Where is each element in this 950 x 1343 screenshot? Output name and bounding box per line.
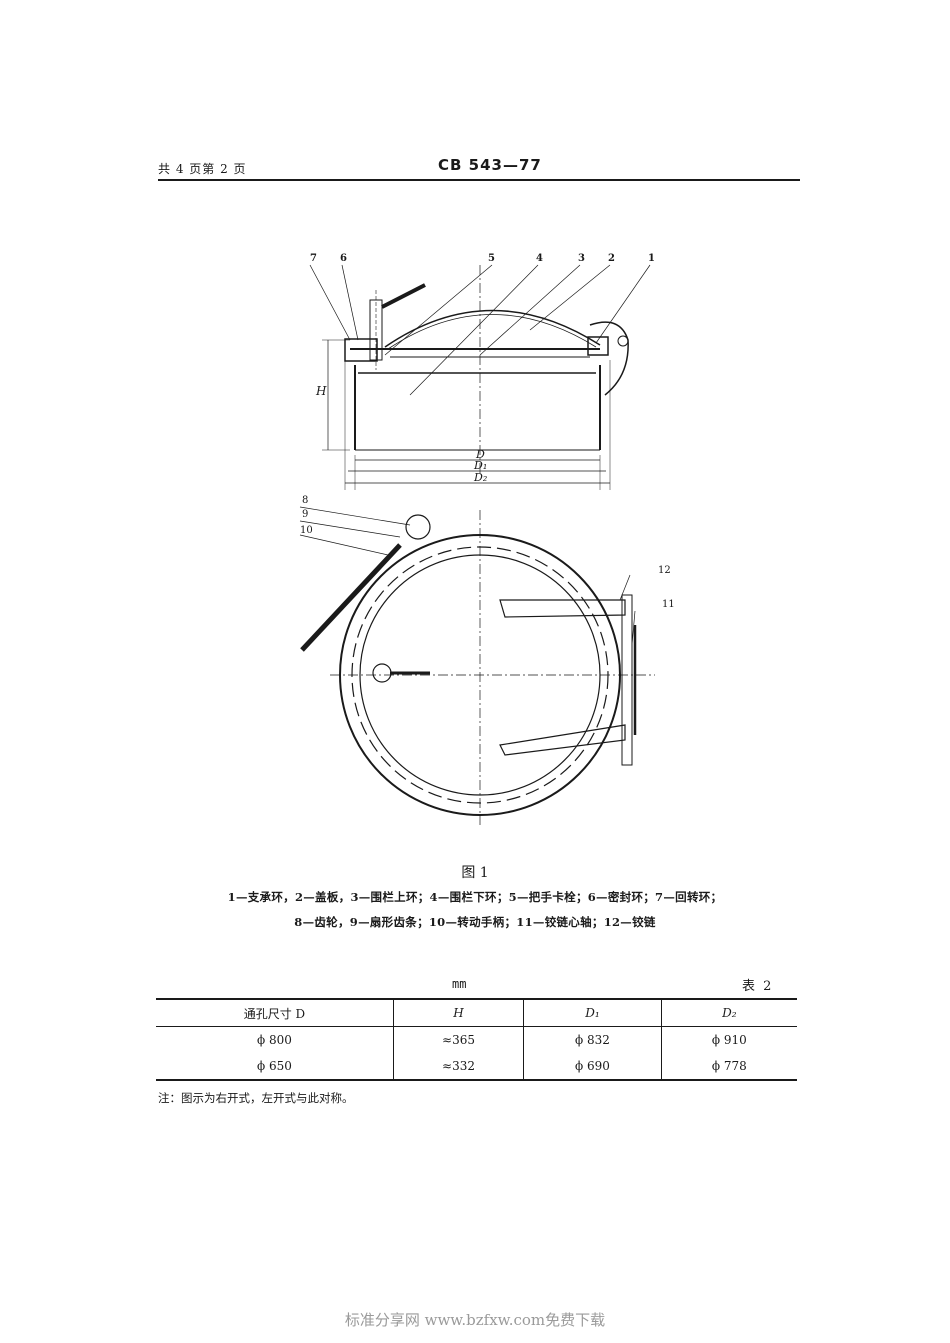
header-h: H bbox=[392, 998, 524, 1027]
cell-d1: ϕ 690 bbox=[523, 1053, 662, 1081]
handle-knob-plan bbox=[372, 663, 392, 683]
dim-d-label: D bbox=[475, 448, 485, 461]
header-d2: D₂ bbox=[660, 998, 797, 1027]
dome-cover bbox=[384, 309, 601, 348]
cell-bore: ϕ 650 bbox=[156, 1053, 394, 1081]
callout-5: 5 bbox=[488, 253, 495, 264]
callout-4: 4 bbox=[536, 253, 543, 264]
table-row: ϕ 650 ≈332 ϕ 690 ϕ 778 bbox=[156, 1053, 797, 1081]
dome-cover-inner bbox=[387, 314, 597, 350]
gear-plan bbox=[405, 514, 431, 540]
hinge-pin-plan bbox=[621, 594, 633, 766]
callout-8: 8 bbox=[302, 495, 308, 506]
callout-11: 11 bbox=[662, 599, 675, 610]
cell-d1: ϕ 832 bbox=[523, 1026, 662, 1053]
hinge-arm-lower bbox=[499, 724, 626, 756]
header-d1: D₁ bbox=[523, 998, 662, 1027]
cell-h: ≈365 bbox=[392, 1026, 524, 1053]
figure-legend-line-2: 8—齿轮，9—扇形齿条；10—转动手柄；11—铰链心轴；12—铰链 bbox=[294, 915, 656, 929]
table-number: 表 2 bbox=[742, 979, 774, 994]
dim-d1-label: D₁ bbox=[473, 459, 487, 472]
hinge-arm-upper bbox=[499, 599, 626, 618]
plan-gear-ring bbox=[351, 546, 609, 804]
callout-9: 9 bbox=[302, 509, 308, 520]
table-row: ϕ 800 ≈365 ϕ 832 ϕ 910 bbox=[156, 1026, 797, 1053]
table-header-row: 通孔尺寸 D H D₁ D₂ bbox=[156, 998, 797, 1027]
callout-2: 2 bbox=[608, 253, 615, 264]
header-rule bbox=[158, 179, 800, 181]
cell-bore: ϕ 800 bbox=[257, 1033, 292, 1047]
hinge-bracket bbox=[589, 321, 629, 396]
table-note: 注：图示为右开式，左开式与此对称。 bbox=[158, 1091, 354, 1105]
figure-legend-line-1: 1—支承环，2—盖板，3—围栏上环；4—围栏下环；5—把手卡栓；6—密封环；7—… bbox=[227, 890, 723, 904]
dim-d2-label: D₂ bbox=[473, 471, 487, 484]
header-bore-size: 通孔尺寸 D bbox=[156, 998, 394, 1027]
dimension-table: 通孔尺寸 D H D₁ D₂ ϕ 800 ≈365 ϕ 832 ϕ 910 ϕ … bbox=[156, 998, 797, 1081]
callout-1: 1 bbox=[648, 253, 655, 264]
callout-12: 12 bbox=[658, 565, 671, 576]
plan-inner-ring bbox=[359, 554, 601, 796]
cell-d2: ϕ 778 bbox=[660, 1053, 797, 1081]
hinge-clamp-right bbox=[587, 336, 609, 356]
figure-caption: 图 1 bbox=[461, 865, 489, 881]
callout-3: 3 bbox=[578, 253, 585, 264]
callout-7: 7 bbox=[310, 253, 317, 264]
callout-10: 10 bbox=[300, 525, 313, 536]
page-header-left: 共 4 页第 2 页 bbox=[158, 162, 247, 176]
turning-handle bbox=[300, 543, 402, 652]
footer-watermark: 标准分享网 www.bzfxw.com免费下载 bbox=[344, 1311, 606, 1329]
callout-6: 6 bbox=[340, 253, 347, 264]
clamp-block-left bbox=[344, 338, 378, 362]
cell-d2: ϕ 910 bbox=[660, 1026, 797, 1053]
dim-h-label: H bbox=[315, 384, 327, 398]
hinge-pin-side bbox=[617, 335, 629, 347]
page-header-standard-code: CB 543—77 bbox=[438, 156, 542, 174]
table-unit: mm bbox=[452, 977, 467, 991]
technical-drawing: H D D₁ D₂ 7 6 5 4 3 2 1 8 9 10 12 11 bbox=[299, 253, 675, 825]
cell-h: ≈332 bbox=[392, 1053, 524, 1081]
plan-outer-ring bbox=[339, 534, 621, 816]
handle-lever bbox=[381, 283, 426, 309]
